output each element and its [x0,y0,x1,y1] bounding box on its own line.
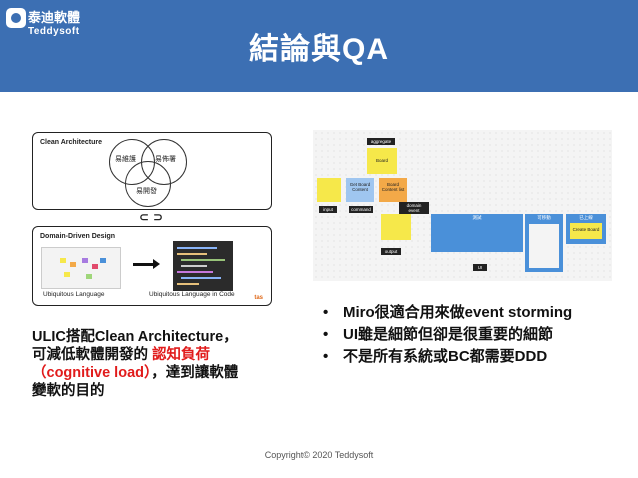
board-sticky-label: Board [375,158,388,163]
col-movable-label: 可移動 [537,215,551,220]
ddd-box: Domain-Driven Design Ubiquitous Language… [32,226,272,306]
board-content-sticky: Board Content list [379,178,407,202]
output-label: output [381,248,401,255]
cognitive-load-english: （cognitive load） [32,365,152,381]
code-screenshot-thumbnail [173,241,233,291]
ui-label: UI [473,264,487,271]
slide-header: 泰迪軟體 Teddysoft 結論與QA [0,0,638,92]
logo-subtitle: Teddysoft [28,26,80,37]
venn-label-maintain: 易維護 [115,156,136,163]
command-label: command [349,206,373,213]
logo-mark-icon [6,8,26,28]
bullet-item: • Miro很適合用來做event storming [323,302,572,324]
conclusion-bullets: • Miro很適合用來做event storming • UI雖是細節但卻是很重要的… [323,302,572,368]
get-board-sticky: Get Board Content [346,178,374,202]
cognitive-load-highlight: 認知負荷 [152,347,211,363]
get-board-label: Get Board Content [349,182,371,192]
summary-paragraph: ULIC搭配Clean Architecture， 可減低軟體開發的 認知負荷 … [32,328,282,400]
logo-name: 泰迪軟體 [28,10,81,25]
miro-board-screenshot: aggregate Board Get Board Content Board … [313,130,612,281]
venn-circle-develop [125,161,171,207]
cycle-arrows-icon: ⊂⊃ [138,210,168,224]
slide-title: 結論與QA [249,33,389,66]
venn-label-deploy: 易佈署 [155,156,176,163]
architecture-diagram: Clean Architecture 易維護 易佈署 易開發 ⊂⊃ Domain… [30,130,275,308]
note-sticky [317,178,341,202]
bullet-dot-icon: • [323,348,329,365]
event-storming-thumbnail [41,247,121,289]
ddd-title: Domain-Driven Design [40,233,116,240]
ui-panel-blue: 測試 [431,214,523,252]
col-released-label: 已上線 [579,215,593,220]
arrow-head-icon [153,259,160,269]
ui-panel-released: 已上線 Create Board [566,214,606,244]
arrow-right-icon [133,263,155,266]
bullet-dot-icon: • [323,326,329,343]
board-sticky: Board [367,148,397,174]
event-note-sticky [381,214,411,240]
col-test-label: 測試 [472,215,482,220]
bullet-text: Miro很適合用來做event storming [343,304,573,321]
bullet-item: • UI雖是細節但卻是很重要的細節 [323,324,572,346]
copyright-footer: Copyright© 2020 Teddysoft [264,450,374,460]
domain-event-label: domain event [399,202,429,214]
bullet-text: 不是所有系統或BC都需要DDD [343,348,548,365]
clean-architecture-title: Clean Architecture [40,139,102,146]
aggregate-label: aggregate [367,138,395,145]
bullet-text: UI雖是細節但卻是很重要的細節 [343,326,554,343]
tas-tag: tas [254,295,263,301]
board-content-label: Board Content list [381,182,405,192]
summary-line-1: ULIC搭配Clean Architecture， [32,329,238,345]
bullet-dot-icon: • [323,304,329,321]
teddysoft-logo: 泰迪軟體 Teddysoft [6,6,86,46]
create-board-label: Create Board [572,227,600,232]
ui-panel-movable: 可移動 [525,214,563,272]
caption-ubiquitous-language-code: Ubiquitous Language in Code [149,291,235,298]
summary-line-4: 變軟的目的 [32,383,105,399]
summary-line-3: （cognitive load），達到讓軟體 [32,364,282,382]
summary-line-3-text: ，達到讓軟體 [151,365,239,381]
caption-ubiquitous-language: Ubiquitous Language [43,291,105,298]
bullet-item: • 不是所有系統或BC都需要DDD [323,346,572,368]
clean-architecture-box: Clean Architecture 易維護 易佈署 易開發 [32,132,272,210]
venn-label-develop: 易開發 [136,188,157,195]
summary-line-2-text: 可減低軟體開發的 [32,347,153,363]
input-label: input [319,206,337,213]
summary-line-2: 可減低軟體開發的 認知負荷 [32,346,282,364]
